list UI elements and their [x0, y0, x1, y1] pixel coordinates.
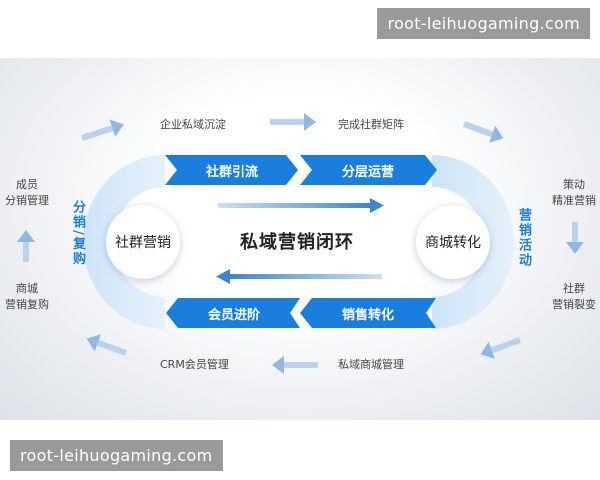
- watermark-top: root-leihuogaming.com: [377, 8, 590, 39]
- label-left-bottom: 商城营销复购: [5, 282, 49, 311]
- label-top-left: 企业私域沉淀: [160, 118, 226, 131]
- label-right-top: 策动精准营销: [552, 178, 596, 207]
- outer-arrow-bottom-left: [86, 334, 128, 356]
- label-bottom-left: CRM会员管理: [160, 358, 229, 371]
- circle-left: 社群营销: [106, 205, 180, 279]
- label-left-top: 成员分销管理: [5, 178, 49, 207]
- outer-arrow-top-mid: [270, 113, 316, 131]
- label-top-right: 完成社群矩阵: [338, 118, 404, 131]
- arc-label-right: 营销活动: [516, 208, 531, 268]
- diagram-title: 私域营销闭环: [240, 232, 354, 253]
- outer-arrow-bottom-mid: [272, 356, 318, 374]
- center-right-arrow-head: [370, 198, 384, 213]
- top-arrow-shape-2: [300, 155, 437, 185]
- outer-arrow-bottom-right: [480, 337, 522, 359]
- top-button-1: 社群引流: [205, 164, 258, 180]
- bottom-arrow-shape-1: [166, 298, 300, 328]
- left-arc: [83, 155, 165, 329]
- outer-arrow-top-right: [462, 121, 504, 143]
- center-right-arrow-line: [218, 203, 370, 208]
- label-bottom-right: 私域商城管理: [338, 358, 404, 371]
- outer-arrow-left-up: [17, 230, 35, 262]
- center-left-arrow-head: [216, 269, 230, 284]
- circle-right: 商城转化: [416, 205, 490, 279]
- center-left-arrow-line: [230, 274, 382, 279]
- top-arrow-shape-1: [165, 155, 298, 185]
- top-button-2: 分层运营: [341, 164, 394, 180]
- bottom-button-1: 会员进阶: [207, 307, 260, 323]
- outer-arrow-right-down: [566, 222, 584, 254]
- outer-arrow-top-left: [81, 119, 124, 141]
- bottom-button-2: 销售转化: [341, 307, 394, 323]
- watermark-bottom: root-leihuogaming.com: [10, 440, 223, 471]
- right-arc: [432, 155, 514, 329]
- label-right-bottom: 社群营销裂变: [552, 282, 596, 311]
- bottom-arrow-shape-2: [300, 298, 436, 328]
- arc-label-left: 分销/复购: [70, 200, 85, 267]
